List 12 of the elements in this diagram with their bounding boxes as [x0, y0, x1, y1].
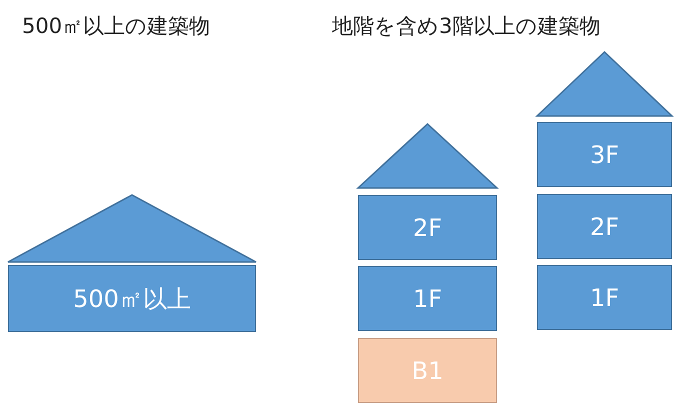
- floor-block: 1F: [358, 266, 497, 331]
- heading: 地階を含め3階以上の建築物: [332, 13, 600, 40]
- floor-block: 2F: [537, 194, 672, 259]
- floor-block: 500㎡以上: [8, 265, 256, 332]
- heading: 500㎡以上の建築物: [22, 13, 210, 40]
- roof-triangle: [8, 195, 256, 262]
- floor-block: 1F: [537, 265, 672, 330]
- roof-triangle: [537, 52, 672, 116]
- roof-triangle: [358, 124, 497, 188]
- floor-block: 3F: [537, 122, 672, 187]
- floor-block: B1: [358, 338, 497, 403]
- floor-block: 2F: [358, 195, 497, 260]
